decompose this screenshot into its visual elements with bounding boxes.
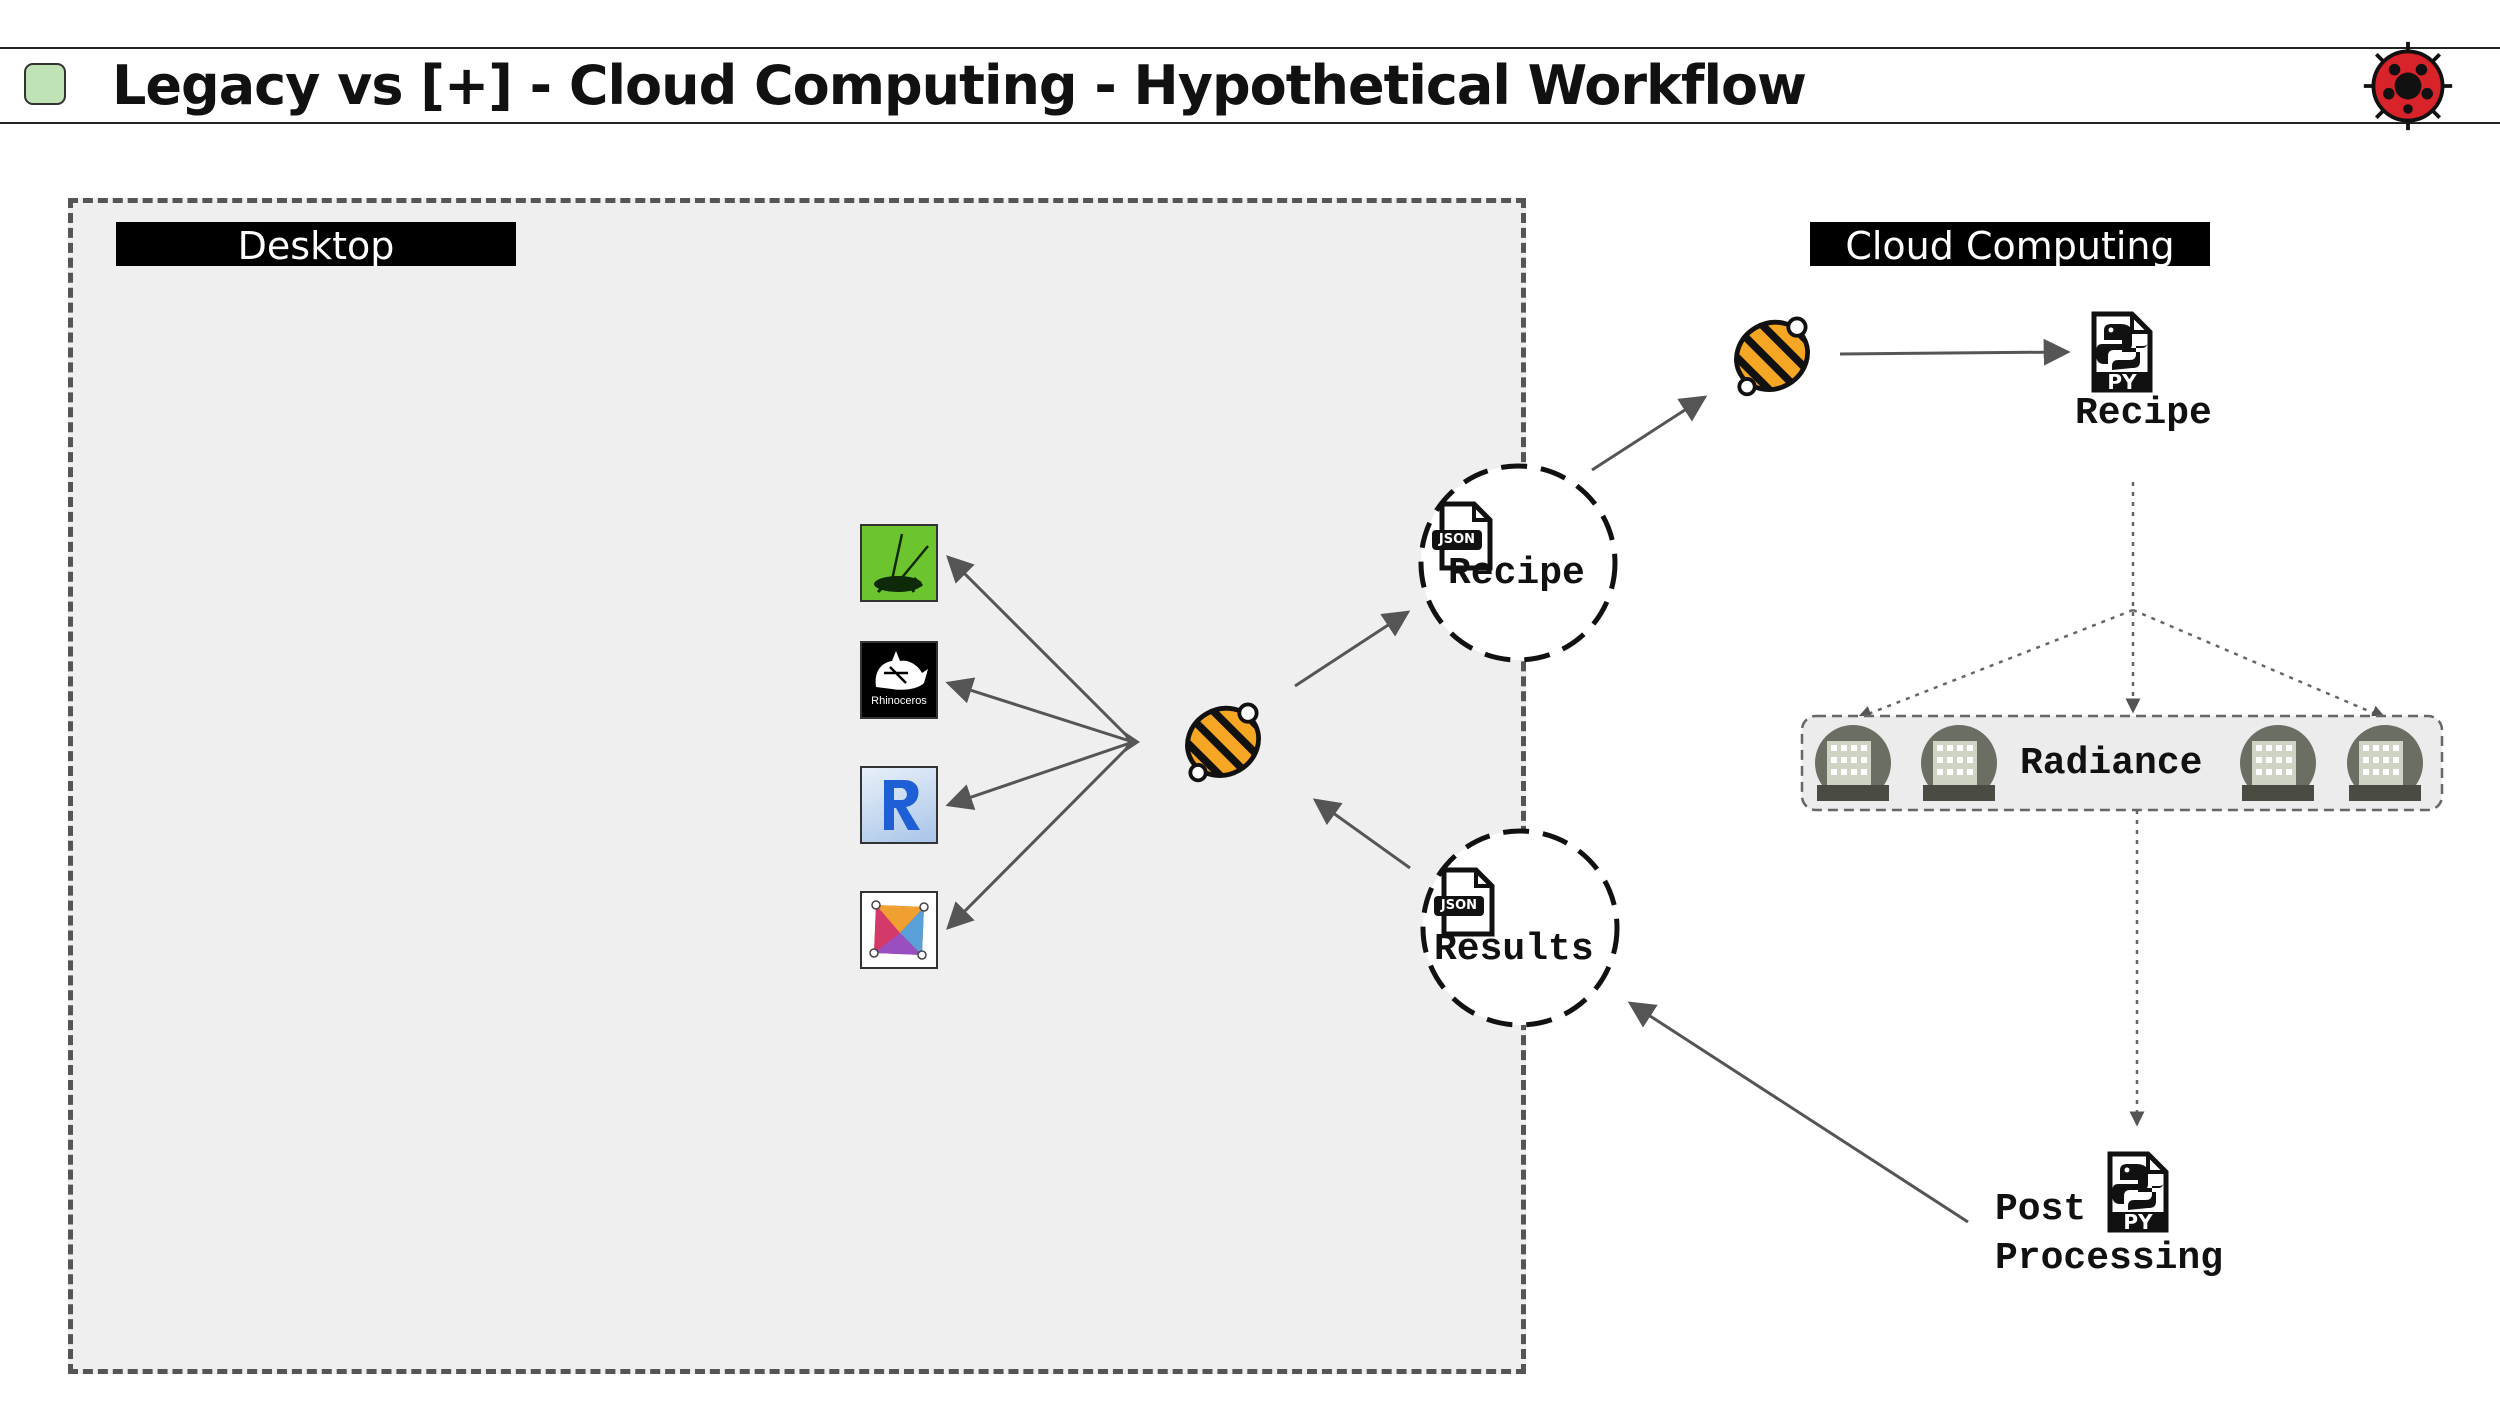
cloud-recipe-label: Recipe (2075, 392, 2212, 435)
page-title: Legacy vs [+] - Cloud Computing - Hypoth… (112, 54, 1807, 117)
json-file-glyph (1434, 867, 1495, 937)
recipe-json-label: Recipe (1448, 552, 1585, 595)
post-badge: PY (2123, 1210, 2153, 1234)
rhinoceros-icon: Rhinoceros (860, 641, 938, 719)
json-file-icon: JSON (1430, 500, 1498, 572)
radiance-building-icon (1815, 725, 1891, 801)
results-json-badge: JSON (1440, 898, 1478, 913)
dynamo-icon (860, 891, 938, 969)
honeybee-cloud-icon (1724, 309, 1820, 402)
header-top-rule (0, 47, 2500, 49)
python-file-icon: PY (2090, 310, 2154, 394)
cloud-recipe-badge: PY (2107, 370, 2137, 394)
grasshopper-icon (860, 524, 938, 602)
radiance-building-icon (2347, 725, 2423, 801)
results-json-label: Results (1434, 928, 1594, 971)
flow-arrows (1294, 338, 2071, 1224)
header-bottom-rule (0, 122, 2500, 124)
rhino-caption: Rhinoceros (871, 695, 927, 707)
json-file-icon: JSON (1432, 866, 1500, 938)
radiance-building-icon (1921, 725, 1997, 801)
python-file-icon: PY (2106, 1150, 2170, 1234)
radiance-building-icon (2240, 725, 2316, 801)
hub-junction (1122, 730, 1140, 754)
ladybug-logo-icon (2363, 41, 2453, 131)
desktop-zone (68, 198, 1526, 1374)
python-file-glyph (2107, 1151, 2169, 1233)
recipe-json-badge: JSON (1438, 532, 1476, 547)
honeybee-icon (1175, 695, 1271, 788)
revit-icon (860, 766, 938, 844)
post-label-line1: Post (1995, 1188, 2087, 1231)
post-label-line2: Processing (1995, 1237, 2224, 1280)
cloud-dotted-connectors (1856, 482, 2387, 1127)
cloud-computing-label: Cloud Computing (1810, 222, 2210, 266)
grasshopper-glyph (862, 526, 936, 600)
hub-to-apps-arrows (945, 555, 1135, 930)
rhino-glyph (875, 651, 928, 690)
json-file-glyph (1432, 501, 1493, 571)
desktop-label: Desktop (116, 222, 516, 266)
dynamo-glyph (869, 900, 929, 960)
title-square-icon (24, 63, 66, 105)
python-file-glyph (2091, 311, 2153, 393)
radiance-label: Radiance (2020, 742, 2203, 785)
revit-glyph (884, 780, 920, 830)
